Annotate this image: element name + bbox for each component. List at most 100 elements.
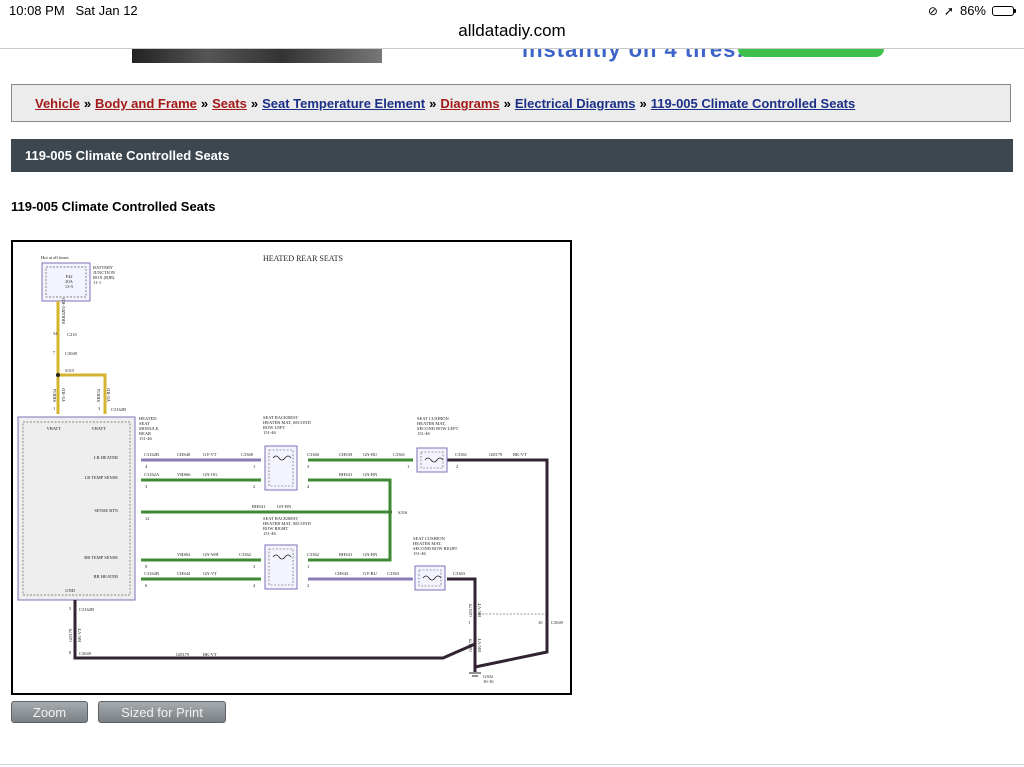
circuit-label: GD179	[468, 638, 473, 652]
circuit-label: YE-RD	[61, 388, 66, 402]
module-pin-label: VBATT	[92, 426, 107, 431]
status-time: 10:08 PM Sat Jan 12	[9, 3, 138, 18]
bjb-label: BOX (BJB)	[93, 275, 115, 280]
component-label: HEATER MAT, SECOND	[263, 420, 312, 426]
breadcrumb: Vehicle»Body and Frame»Seats»Seat Temper…	[11, 84, 1011, 122]
hot-label: Hot at all times	[41, 255, 69, 260]
circuit-label: BK-VT	[77, 628, 82, 642]
status-bar: 10:08 PM Sat Jan 12 ⊘ ➚ 86%	[0, 0, 1024, 20]
breadcrumb-separator: »	[429, 96, 437, 111]
pin-number: 1	[307, 564, 309, 569]
circuit-label: GD179	[468, 603, 473, 617]
heater-mat-inner	[268, 548, 294, 586]
print-button[interactable]: Sized for Print	[98, 701, 226, 723]
circuit-label: SBB42	[61, 311, 66, 324]
circuit-label: GY-BU	[363, 571, 378, 576]
component-label: SECOND ROW RIGHT	[413, 546, 458, 551]
seat-module-box	[17, 416, 136, 601]
module-pin-label: LR TEMP SENSE	[84, 475, 118, 480]
breadcrumb-link[interactable]: Seat Temperature Element	[262, 96, 426, 111]
component-label: SECOND ROW LEFT	[417, 426, 459, 431]
circuit-label: YE-RD	[106, 388, 111, 402]
bjb-label: 11-1	[93, 280, 101, 285]
circuit-label: G302	[483, 674, 493, 679]
circuit-label: GN-VT	[203, 571, 217, 576]
circuit-label: C3363	[453, 571, 466, 576]
circuit-label: GN-WH	[203, 552, 219, 557]
circuit-label: SBB34	[52, 388, 57, 402]
screen-lock-icon: ⊘	[927, 3, 938, 18]
component-label: 151-46	[413, 551, 426, 556]
circuit-label: C3162B	[144, 452, 159, 457]
fuse-label: 13-5	[65, 284, 74, 289]
page-title: 119-005 Climate Controlled Seats	[11, 199, 216, 214]
address-bar[interactable]: alldatadiy.com	[0, 20, 1024, 50]
url-text: alldatadiy.com	[458, 21, 566, 40]
component-label: 151-46	[417, 431, 430, 436]
circuit-label: YE-RD	[61, 298, 66, 312]
circuit-label: VHS62	[177, 552, 191, 557]
breadcrumb-link[interactable]: Diagrams	[440, 96, 500, 111]
circuit-label: GN-BU	[363, 452, 378, 457]
ad-button[interactable]	[738, 49, 884, 57]
module-pin-label: RR HEATER	[94, 574, 118, 579]
pin-number: 1	[407, 464, 409, 469]
circuit-label: CHS44	[177, 571, 191, 576]
bottom-edge	[0, 764, 1024, 765]
breadcrumb-separator: »	[83, 96, 92, 111]
circuit-label: RHS41	[339, 472, 352, 477]
pin-number: 1	[253, 464, 255, 469]
circuit-label: S316	[398, 510, 408, 515]
ad-banner[interactable]: instantly on 4 tires!	[0, 49, 1024, 63]
heater-element-icon	[272, 554, 292, 560]
circuit-label: C3049	[65, 351, 78, 356]
circuit-label: C3049	[79, 651, 92, 656]
battery-icon	[992, 5, 1016, 16]
bjb-label: JUNCTION	[93, 270, 116, 275]
breadcrumb-link[interactable]: Seats	[212, 96, 247, 111]
bjb-label: BATTERY	[93, 265, 114, 270]
pin-number: 3	[145, 484, 148, 489]
circuit-label: GY-VT	[203, 452, 217, 457]
pin-number: 8	[69, 650, 72, 655]
zoom-button[interactable]: Zoom	[11, 701, 88, 723]
component-label: HEATER MAT,	[413, 541, 442, 547]
pin-number: 34	[53, 331, 58, 336]
module-pin-label: SENSE RTN	[94, 508, 118, 513]
breadcrumb-link[interactable]: 119-005 Climate Controlled Seats	[650, 96, 856, 111]
circuit-label: C3362	[307, 552, 319, 557]
component-label: HEATER MAT,	[417, 421, 446, 427]
breadcrumb-separator: »	[639, 96, 647, 111]
circuit-label: CHS43	[335, 571, 349, 576]
location-icon: ➚	[943, 3, 954, 18]
status-right: ⊘ ➚ 86%	[927, 3, 1016, 18]
circuit-label: CHS40	[177, 452, 191, 457]
circuit-label: C3363	[387, 571, 400, 576]
component-label: 151-46	[263, 430, 276, 435]
fuse-label: F42	[65, 274, 72, 279]
pin-number: 7	[53, 350, 56, 355]
circuit-label: C3360	[307, 452, 320, 457]
pin-number: 4	[253, 583, 256, 588]
fuse-box	[41, 262, 91, 302]
breadcrumb-separator: »	[200, 96, 209, 111]
ground-wire	[447, 458, 549, 620]
circuit-label: RHS41	[252, 504, 265, 509]
breadcrumb-link[interactable]: Vehicle	[35, 96, 80, 111]
pin-number: 4	[307, 484, 310, 489]
circuit-label: GN-BN	[363, 552, 378, 557]
module-label: MODULE,	[139, 426, 159, 432]
breadcrumb-link[interactable]: Electrical Diagrams	[514, 96, 636, 111]
ad-image	[132, 49, 382, 63]
module-pin-label: LR HEATER	[94, 455, 118, 460]
circuit-label: GN-OG	[203, 472, 218, 477]
circuit-label: C3049	[551, 620, 564, 625]
breadcrumb-link[interactable]: Body and Frame	[95, 96, 197, 111]
component-label: ROW LEFT	[263, 425, 286, 430]
circuit-label: S315	[65, 368, 75, 373]
pin-number: 1	[468, 620, 470, 625]
module-label: HEATED	[139, 416, 157, 421]
circuit-label: BK-VT	[513, 452, 527, 457]
page-title-bar: 119-005 Climate Controlled Seats	[11, 139, 1013, 172]
